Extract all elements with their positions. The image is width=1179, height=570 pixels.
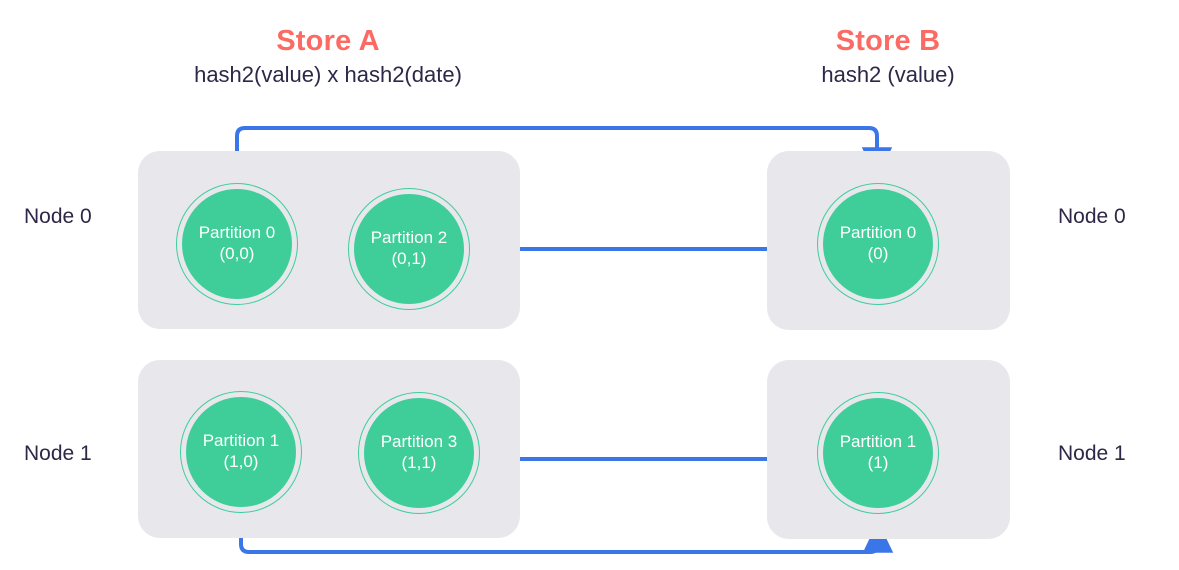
store-b-subtitle: hash2 (value) (821, 62, 955, 88)
partition-key: (0,0) (219, 244, 255, 263)
store-b-title: Store B (835, 25, 941, 57)
partition-body: Partition 3 (1,1) (364, 398, 474, 508)
partition-name: Partition 3 (380, 432, 458, 452)
store-b-header: Store B hash2 (value) (733, 26, 1043, 87)
partition-key: (1,0) (223, 452, 259, 471)
partition-name: Partition 0 (839, 223, 917, 243)
partition-key: (0) (867, 244, 889, 263)
store-a-subtitle: hash2(value) x hash2(date) (194, 62, 462, 88)
partition-body: Partition 0 (0,0) (182, 189, 292, 299)
partition-name: Partition 1 (839, 432, 917, 452)
partition-key: (0,1) (391, 249, 427, 268)
partition-node-store-b-0[interactable]: Partition 0 (0) (817, 183, 939, 305)
partition-name: Partition 2 (370, 228, 448, 248)
partition-body: Partition 2 (0,1) (354, 194, 464, 304)
partition-node-store-a-2[interactable]: Partition 2 (0,1) (348, 188, 470, 310)
partition-key: (1) (867, 453, 889, 472)
partition-key: (1,1) (401, 453, 437, 472)
node-label-right-0: Node 0 (1058, 205, 1126, 228)
partition-name: Partition 0 (198, 223, 276, 243)
partition-body: Partition 0 (0) (823, 189, 933, 299)
partition-node-store-a-1[interactable]: Partition 1 (1,0) (180, 391, 302, 513)
partition-body: Partition 1 (1,0) (186, 397, 296, 507)
store-a-header: Store A hash2(value) x hash2(date) (128, 26, 528, 87)
partition-node-store-a-0[interactable]: Partition 0 (0,0) (176, 183, 298, 305)
partition-body: Partition 1 (1) (823, 398, 933, 508)
node-label-left-0: Node 0 (24, 205, 92, 228)
store-a-title: Store A (276, 25, 380, 57)
partition-node-store-a-3[interactable]: Partition 3 (1,1) (358, 392, 480, 514)
partition-name: Partition 1 (202, 431, 280, 451)
partition-node-store-b-1[interactable]: Partition 1 (1) (817, 392, 939, 514)
node-label-left-1: Node 1 (24, 442, 92, 465)
node-label-right-1: Node 1 (1058, 442, 1126, 465)
